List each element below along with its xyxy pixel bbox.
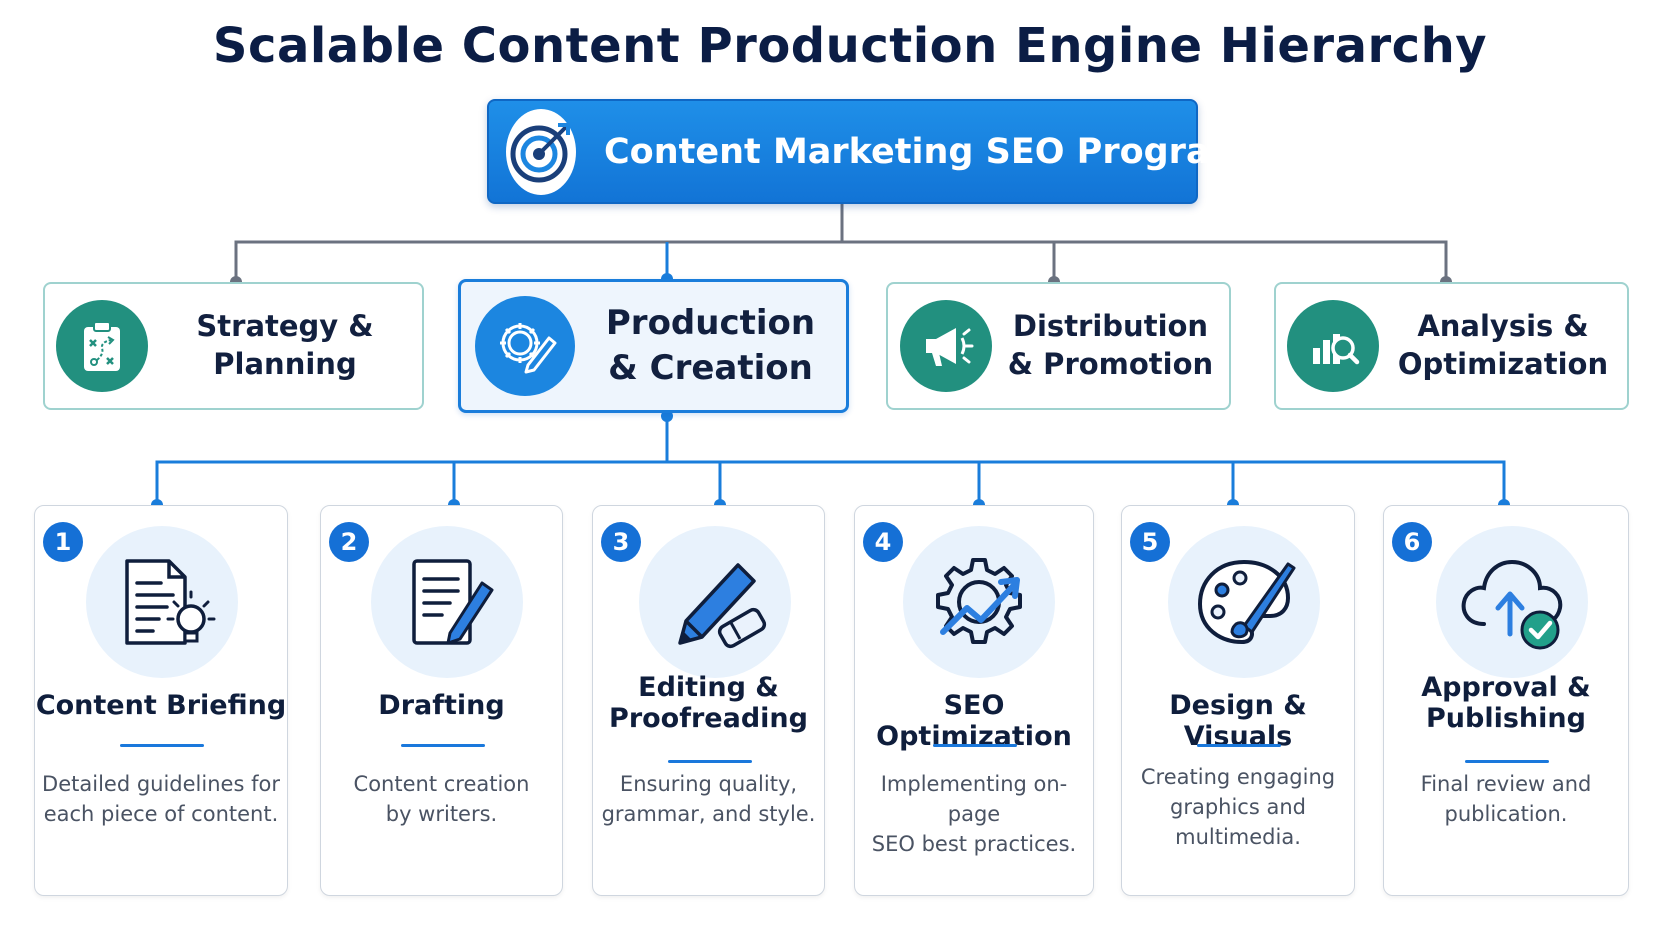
root-node-content-marketing-seo-program[interactable]: Content Marketing SEO Program — [487, 99, 1246, 204]
step-title: SEO Optimization — [876, 690, 1072, 753]
step-title: Approval & Publishing — [1421, 672, 1591, 735]
pencil-eraser-icon — [639, 526, 791, 678]
category-label: Distribution & Promotion — [1007, 309, 1214, 381]
step-number-badge: 5 — [1130, 522, 1170, 562]
target-icon — [506, 108, 576, 195]
megaphone-icon — [900, 300, 992, 392]
step-title: Drafting — [378, 690, 505, 721]
document-pen-icon — [371, 526, 523, 678]
step-card-design-visuals[interactable]: 5 Design & Visuals Creating engaging gra… — [1121, 505, 1355, 896]
step-description: Content creation by writers. — [353, 772, 530, 826]
title-underline — [668, 760, 752, 763]
category-strategy-planning[interactable]: Strategy & Planning — [43, 282, 424, 410]
step-description: Ensuring quality, grammar, and style. — [601, 772, 816, 826]
step-title: Content Briefing — [35, 690, 287, 721]
step-card-seo-optimization[interactable]: 4 SEO Optimization Implementing on-page … — [854, 505, 1094, 896]
gear-trend-icon — [903, 526, 1055, 678]
category-analysis-optimization[interactable]: Analysis & Optimization — [1274, 282, 1629, 410]
step-number-badge: 3 — [601, 522, 641, 562]
step-description: Implementing on-page SEO best practices. — [871, 772, 1077, 856]
step-title: Design & Visuals — [1169, 690, 1307, 753]
step-card-editing-proofreading[interactable]: 3 Editing & Proofreading Ensuring qualit… — [592, 505, 825, 896]
strategy-clipboard-icon — [56, 300, 148, 392]
title-underline — [401, 744, 485, 747]
gear-pencil-icon — [475, 296, 575, 396]
step-card-drafting[interactable]: 2 Drafting Content creation by writers. — [320, 505, 563, 896]
step-title: Editing & Proofreading — [609, 672, 808, 735]
step-number-badge: 2 — [329, 522, 369, 562]
category-distribution-promotion[interactable]: Distribution & Promotion — [886, 282, 1231, 410]
root-label: Content Marketing SEO Program — [604, 131, 1247, 172]
step-number-badge: 6 — [1392, 522, 1432, 562]
category-label: Production & Creation — [605, 303, 816, 388]
title-underline — [1197, 744, 1281, 747]
step-number-badge: 4 — [863, 522, 903, 562]
step-description: Detailed guidelines for each piece of co… — [42, 772, 280, 826]
cloud-upload-check-icon — [1436, 526, 1588, 678]
step-description: Creating engaging graphics and multimedi… — [1140, 765, 1336, 849]
connector-dot — [661, 410, 673, 422]
title-underline — [120, 744, 204, 747]
title-underline — [933, 744, 1017, 747]
palette-brush-icon — [1168, 526, 1320, 678]
step-card-approval-publishing[interactable]: 6 Approval & Publishing Final review and… — [1383, 505, 1629, 896]
step-description: Final review and publication. — [1420, 772, 1592, 826]
step-card-content-briefing[interactable]: 1 Content Briefing Detailed guidelines f… — [34, 505, 288, 896]
page-title: Scalable Content Production Engine Hiera… — [212, 18, 1488, 74]
document-lightbulb-icon — [86, 526, 238, 678]
step-number-badge: 1 — [43, 522, 83, 562]
category-production-creation[interactable]: Production & Creation — [458, 279, 849, 413]
category-label: Analysis & Optimization — [1397, 309, 1609, 381]
chart-magnifier-icon — [1287, 300, 1379, 392]
title-underline — [1465, 760, 1549, 763]
category-label: Strategy & Planning — [196, 309, 374, 381]
